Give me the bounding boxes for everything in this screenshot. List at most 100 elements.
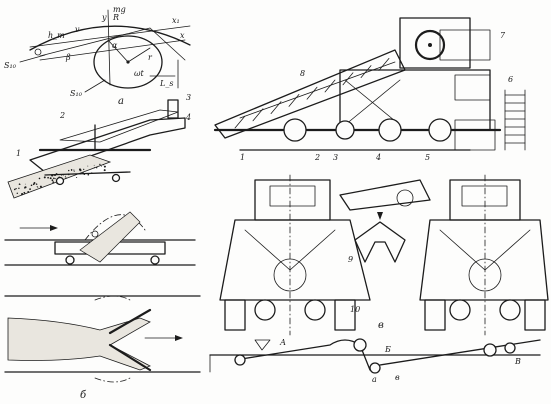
coal-speck bbox=[53, 177, 55, 180]
y-axis-label: y bbox=[101, 13, 107, 22]
omega-t-label: ωt bbox=[134, 69, 145, 78]
throw-arc bbox=[84, 214, 146, 241]
pulley-icon bbox=[504, 342, 516, 354]
coal-speck bbox=[36, 186, 38, 188]
motor-block bbox=[167, 99, 179, 119]
coal-speck bbox=[76, 176, 78, 179]
panel-b-caption: б bbox=[80, 390, 87, 401]
cart-wheel bbox=[55, 176, 65, 186]
coal-speck bbox=[64, 175, 66, 177]
truss-member bbox=[288, 94, 300, 107]
coal-speck bbox=[68, 169, 70, 172]
deflector-lower bbox=[108, 343, 152, 372]
track-roller bbox=[499, 299, 521, 321]
coal-speck bbox=[43, 176, 46, 179]
deflector-upper bbox=[108, 308, 152, 335]
track-roller bbox=[449, 299, 471, 321]
throw-drum bbox=[93, 35, 163, 89]
ladder bbox=[504, 89, 526, 151]
coal-speck bbox=[83, 168, 85, 171]
wheel-icon bbox=[65, 255, 75, 265]
coal-speck bbox=[99, 163, 101, 166]
pulley-icon bbox=[369, 362, 381, 374]
hopper-plate bbox=[59, 109, 179, 143]
truss-member bbox=[360, 65, 372, 78]
coal-speck bbox=[24, 192, 26, 194]
coal-speck bbox=[30, 184, 33, 187]
coal-flow-split bbox=[7, 317, 151, 371]
pulley-icon bbox=[483, 343, 497, 357]
mu-g-label: mg bbox=[113, 5, 126, 14]
coal-speck bbox=[24, 183, 26, 185]
coal-speck bbox=[79, 169, 82, 172]
force-arrow-low bbox=[84, 79, 106, 93]
truss-member bbox=[342, 72, 354, 86]
callout-c10: 10 bbox=[350, 305, 360, 314]
coal-speck bbox=[13, 188, 16, 191]
truss-member bbox=[270, 101, 282, 114]
alpha-label: α bbox=[112, 41, 118, 50]
leg-right-b bbox=[524, 299, 546, 331]
coal-speck bbox=[47, 176, 49, 179]
coal-speck bbox=[38, 177, 41, 180]
pulley-icon bbox=[353, 338, 367, 352]
coal-speck bbox=[21, 193, 24, 196]
coal-speck bbox=[24, 187, 26, 189]
callout-c5: 5 bbox=[425, 153, 430, 162]
boom-belt bbox=[239, 61, 396, 119]
coal-speck bbox=[27, 191, 30, 193]
beta-label: β bbox=[65, 53, 71, 62]
v-label: v bbox=[75, 25, 80, 34]
head-drum-axle bbox=[428, 43, 432, 47]
head-housing bbox=[399, 17, 471, 69]
callout-c8: 8 bbox=[300, 69, 305, 78]
re-label: r bbox=[148, 53, 153, 62]
chute-detail bbox=[339, 179, 431, 211]
panel-b-flow-diagrams: б bbox=[4, 211, 201, 401]
callout-c4: 4 bbox=[375, 153, 381, 162]
callout-c6: 6 bbox=[508, 75, 513, 84]
coal-speck bbox=[100, 165, 102, 167]
cart-rail bbox=[44, 171, 131, 176]
cab-left-window bbox=[269, 185, 316, 207]
truss-member bbox=[306, 86, 318, 100]
head-drum bbox=[414, 29, 446, 61]
throw-arc-top bbox=[94, 295, 131, 301]
throw-x-axis bbox=[39, 39, 186, 61]
x-axis-label: x bbox=[180, 31, 185, 40]
callout-1: 1 bbox=[16, 149, 21, 158]
conveyor-label-A: А bbox=[279, 338, 286, 347]
leg-left-b bbox=[334, 299, 356, 331]
panel-a-caption: а bbox=[118, 96, 124, 107]
grab-detail bbox=[354, 221, 406, 263]
track-roller bbox=[254, 299, 276, 321]
throw-x1-axis bbox=[29, 25, 191, 48]
pulley-icon bbox=[234, 354, 246, 366]
material-chute bbox=[79, 211, 141, 263]
leg-left-a bbox=[224, 299, 246, 331]
coal-speck bbox=[51, 179, 54, 182]
callout-4: 4 bbox=[185, 113, 191, 122]
crawler-wheel bbox=[335, 120, 355, 140]
crawler-wheel bbox=[378, 118, 402, 142]
coal-speck bbox=[96, 167, 98, 169]
callout-c7: 7 bbox=[500, 31, 506, 40]
coal-speck bbox=[35, 183, 38, 185]
coal-speck bbox=[52, 181, 55, 183]
coal-speck bbox=[73, 169, 75, 171]
arrow-down-icon bbox=[377, 212, 383, 220]
ls-label: L_s bbox=[159, 79, 173, 88]
conveyor-label-a: а bbox=[372, 375, 377, 384]
cab-right-window bbox=[461, 185, 508, 207]
conveyor-label-V: В bbox=[514, 357, 521, 366]
detail-roller bbox=[396, 189, 414, 207]
drum-radius-line bbox=[107, 39, 129, 63]
coal-stream bbox=[7, 154, 112, 199]
truss-member bbox=[234, 115, 246, 129]
throw-y-axis bbox=[107, 9, 111, 86]
coal-speck bbox=[49, 177, 52, 180]
conveyor-label-B: Б bbox=[384, 345, 391, 354]
crawler-wheel bbox=[283, 118, 307, 142]
